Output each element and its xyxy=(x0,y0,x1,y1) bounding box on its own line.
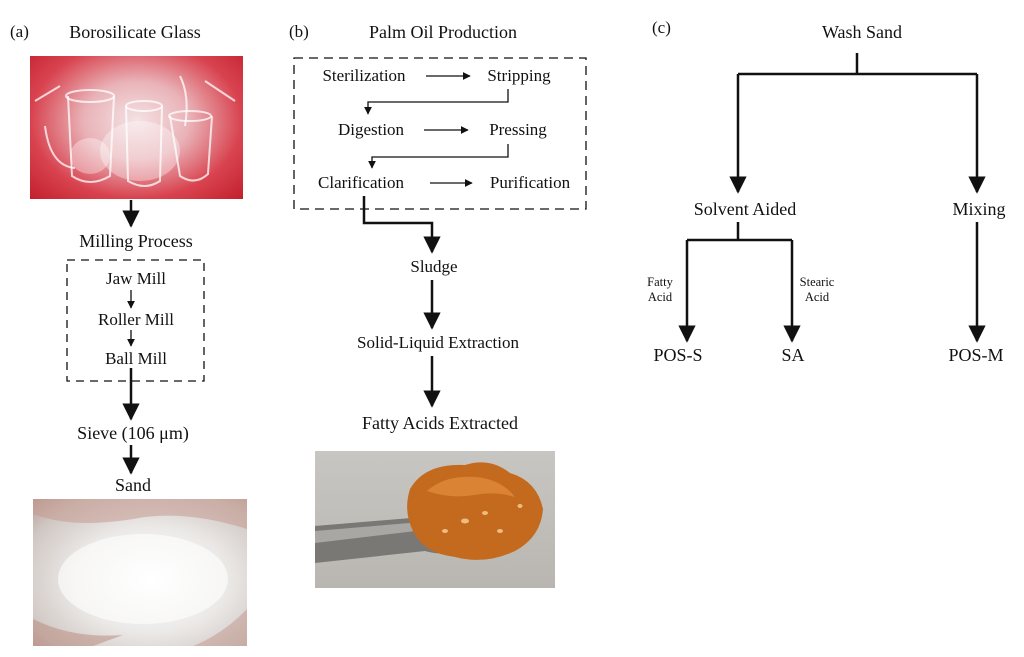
digestion-label: Digestion xyxy=(337,120,405,139)
borosilicate-glass-title: Borosilicate Glass xyxy=(69,22,201,42)
fatty-acids-photo xyxy=(315,451,555,588)
arrow-pressing-to-clarification xyxy=(368,144,509,169)
fatty-acids-extracted-label: Fatty Acids Extracted xyxy=(362,413,518,433)
sand-photo xyxy=(33,499,247,646)
clarification-label: Clarification xyxy=(318,173,404,192)
solid-liquid-extraction-label: Solid-Liquid Extraction xyxy=(357,333,519,352)
panel-c-label: (c) xyxy=(652,18,671,37)
sterilization-label: Sterilization xyxy=(322,66,406,85)
sludge-label: Sludge xyxy=(410,257,458,276)
stripping-label: Stripping xyxy=(487,66,551,85)
milling-dashed-box xyxy=(66,259,205,382)
mixing-label: Mixing xyxy=(952,199,1006,219)
solvent-aided-label: Solvent Aided xyxy=(693,199,797,219)
sand-label: Sand xyxy=(115,475,151,495)
purification-label: Purification xyxy=(489,173,571,192)
palm-oil-dashed-box xyxy=(293,57,587,210)
arrow-clarification-to-sludge xyxy=(362,196,441,254)
panel-a-label: (a) xyxy=(10,22,29,41)
milling-process-label: Milling Process xyxy=(79,231,193,251)
fatty-acid-edge-label: Fatty Acid xyxy=(647,275,673,304)
sa-label: SA xyxy=(781,345,805,365)
wash-sand-label: Wash Sand xyxy=(821,22,903,42)
arrow-stripping-to-digestion xyxy=(364,89,509,115)
stearic-acid-edge-label: Stearic Acid xyxy=(799,275,835,304)
ball-mill-label: Ball Mill xyxy=(105,349,167,368)
jaw-mill-label: Jaw Mill xyxy=(106,269,166,288)
panel-b-label: (b) xyxy=(289,22,309,41)
borosilicate-glass-photo xyxy=(30,56,243,199)
sieve-label: Sieve (106 μm) xyxy=(77,423,189,443)
palm-oil-production-title: Palm Oil Production xyxy=(369,22,517,42)
roller-mill-label: Roller Mill xyxy=(97,310,175,329)
pos-m-label: POS-M xyxy=(948,345,1004,365)
pos-s-label: POS-S xyxy=(653,345,703,365)
pressing-label: Pressing xyxy=(489,120,547,139)
